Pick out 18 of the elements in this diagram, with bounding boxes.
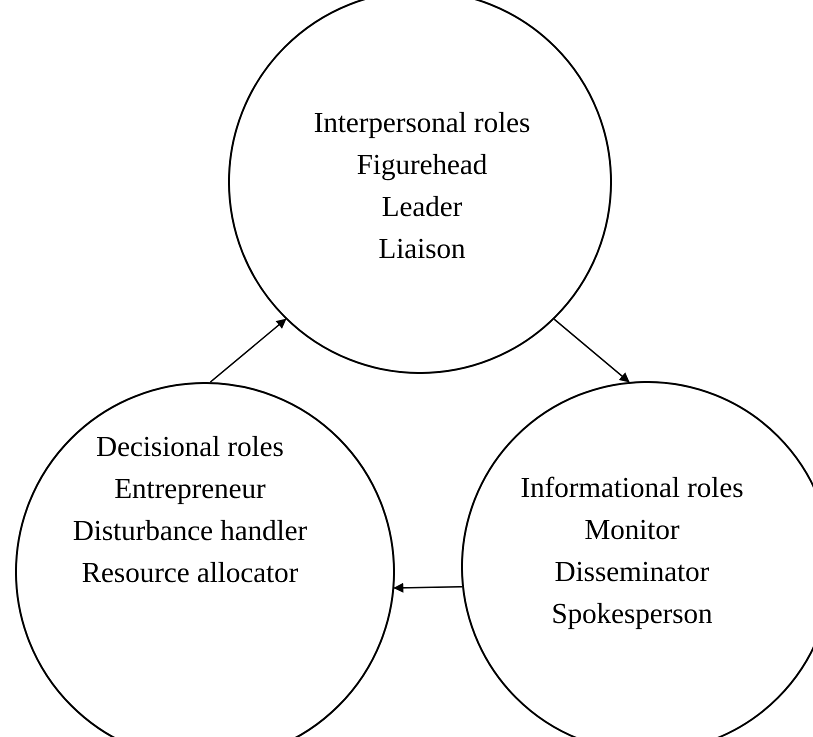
role-item: Disturbance handler — [72, 514, 308, 549]
role-heading: Interpersonal roles — [314, 106, 530, 141]
arrow — [393, 582, 462, 593]
arrow — [210, 318, 286, 383]
role-item: Entrepreneur — [114, 472, 266, 507]
role-item: Leader — [382, 190, 462, 225]
role-heading: Decisional roles — [96, 430, 284, 465]
role-circle — [461, 381, 813, 737]
role-circle — [15, 382, 395, 737]
role-circle — [228, 0, 612, 374]
arrow — [554, 318, 630, 383]
role-item: Liaison — [378, 232, 466, 267]
role-item: Monitor — [584, 513, 680, 548]
role-item: Resource allocator — [82, 556, 298, 591]
role-item: Spokesperson — [551, 597, 713, 632]
role-heading: Informational roles — [520, 471, 744, 506]
role-item: Disseminator — [554, 555, 710, 590]
role-item: Figurehead — [356, 148, 488, 183]
